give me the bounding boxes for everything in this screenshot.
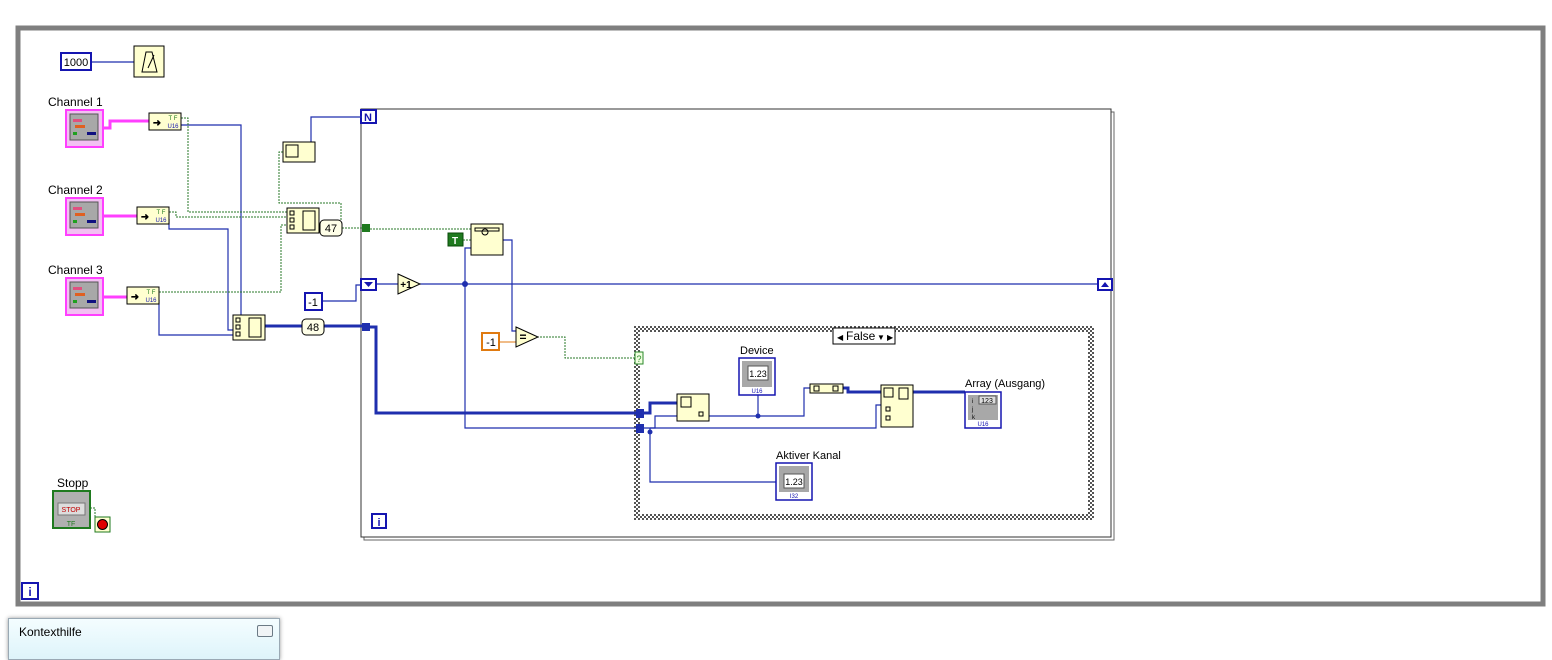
device-value: 1.23 bbox=[749, 369, 767, 379]
array-size-label-47 bbox=[319, 219, 343, 237]
shift-init-constant[interactable] bbox=[304, 292, 323, 311]
channel-1-control[interactable]: Channel 1 bbox=[48, 95, 104, 148]
count-48: 48 bbox=[307, 322, 319, 334]
unbundle-node-1[interactable]: ➜ T F U16 bbox=[148, 112, 182, 131]
while-iteration-label: i bbox=[28, 585, 31, 599]
bool-array-tunnel bbox=[362, 224, 370, 232]
channel-2-label: Channel 2 bbox=[48, 183, 103, 197]
shift-register-up-icon bbox=[1101, 282, 1109, 287]
case-tunnel bbox=[636, 424, 644, 433]
u16-label: U16 bbox=[167, 124, 179, 130]
for-iteration-terminal bbox=[371, 513, 387, 529]
tf-label: T F bbox=[157, 210, 166, 216]
wait-constant-value: 1000 bbox=[64, 57, 88, 69]
channel-3-control[interactable]: Channel 3 bbox=[48, 263, 104, 316]
array-value: 123 bbox=[981, 398, 993, 405]
true-constant[interactable] bbox=[447, 232, 464, 247]
cluster-wires bbox=[103, 119, 149, 299]
index-i: i bbox=[972, 399, 973, 405]
wait-ms-function[interactable] bbox=[133, 45, 165, 78]
active-channel-value: 1.23 bbox=[785, 477, 803, 487]
channel-1-label: Channel 1 bbox=[48, 95, 103, 109]
array-wires bbox=[265, 324, 965, 415]
increment-function[interactable] bbox=[397, 273, 422, 295]
device-label: Device bbox=[740, 345, 774, 357]
case-selector-label: False bbox=[846, 329, 876, 343]
boolean-wires bbox=[90, 117, 635, 517]
channel-controls: Channel 1 Channel 2 Channel 3 bbox=[48, 95, 104, 316]
stop-type: TF bbox=[67, 521, 76, 528]
stop-button-control[interactable]: Stopp STOP TF bbox=[52, 476, 91, 529]
equals-function[interactable] bbox=[515, 326, 540, 348]
case-tunnel bbox=[636, 409, 644, 418]
array-type: U16 bbox=[977, 422, 989, 428]
to-array-function[interactable] bbox=[809, 383, 844, 394]
active-channel-indicator[interactable]: Aktiver Kanal 1.23 I32 bbox=[775, 450, 841, 501]
build-array-boolean[interactable] bbox=[286, 207, 320, 234]
count-47: 47 bbox=[325, 223, 337, 235]
case-selector[interactable] bbox=[832, 327, 896, 345]
shift-init-value: -1 bbox=[308, 297, 318, 309]
for-iteration-label: i bbox=[377, 517, 380, 529]
case-dropdown-arrow[interactable]: ▼ bbox=[877, 333, 885, 342]
loop-count-label: N bbox=[364, 112, 372, 124]
build-array-integer[interactable] bbox=[232, 314, 266, 341]
stop-condition-icon bbox=[97, 519, 108, 530]
array-tunnel bbox=[362, 323, 370, 331]
active-channel-type: I32 bbox=[790, 494, 799, 500]
shift-register-down-icon bbox=[364, 282, 373, 287]
active-channel-label: Aktiver Kanal bbox=[776, 450, 841, 462]
tf-label: T F bbox=[169, 116, 178, 122]
array-output-indicator[interactable]: Array (Ausgang) 123 i j k U16 bbox=[964, 378, 1045, 429]
u16-label: U16 bbox=[155, 218, 167, 224]
context-help-title: Kontexthilfe bbox=[19, 625, 82, 639]
arrow-icon: ➜ bbox=[141, 212, 149, 223]
for-loop[interactable] bbox=[360, 108, 1112, 538]
arrow-icon: ➜ bbox=[153, 118, 161, 129]
context-help-window[interactable]: Kontexthilfe bbox=[8, 618, 280, 660]
index-j: j bbox=[971, 407, 973, 413]
unbundle-node-2[interactable]: ➜ T F U16 bbox=[136, 206, 170, 225]
case-next-arrow[interactable]: ▶ bbox=[887, 333, 894, 342]
case-prev-arrow[interactable]: ◀ bbox=[837, 333, 844, 342]
metronome-icon bbox=[141, 51, 158, 73]
array-size-label-48 bbox=[301, 318, 325, 336]
integer-wires bbox=[91, 61, 1098, 483]
u16-label: U16 bbox=[145, 298, 157, 304]
stop-label: Stopp bbox=[57, 476, 89, 490]
channel-3-label: Channel 3 bbox=[48, 263, 103, 277]
index-array-function[interactable] bbox=[676, 393, 710, 422]
array-icon bbox=[680, 396, 692, 408]
equals-label: = bbox=[519, 330, 526, 344]
wire-junction bbox=[755, 413, 761, 419]
increment-label: +1 bbox=[400, 280, 412, 291]
wire-junction bbox=[462, 281, 468, 287]
device-type: U16 bbox=[751, 389, 763, 395]
replace-array-subset-function[interactable] bbox=[880, 384, 914, 428]
array-size-function[interactable] bbox=[282, 141, 316, 163]
arrow-icon: ➜ bbox=[131, 292, 139, 303]
index-k: k bbox=[972, 415, 976, 421]
search-icon bbox=[481, 228, 489, 236]
array-output-label: Array (Ausgang) bbox=[965, 378, 1045, 390]
selector-terminal-label: ? bbox=[636, 354, 641, 364]
channel-2-control[interactable]: Channel 2 bbox=[48, 183, 104, 236]
true-constant-label: T bbox=[452, 236, 458, 247]
array-icon bbox=[285, 144, 299, 158]
while-iteration-terminal bbox=[21, 582, 39, 600]
wait-constant[interactable] bbox=[60, 52, 92, 71]
tf-label: T F bbox=[147, 290, 156, 296]
compare-constant-value: -1 bbox=[486, 337, 496, 349]
stop-button-text: STOP bbox=[62, 507, 81, 514]
unbundle-node-3[interactable]: ➜ T F U16 bbox=[126, 286, 160, 305]
device-indicator[interactable]: Device 1.23 U16 bbox=[738, 345, 776, 396]
wire-junction bbox=[647, 429, 653, 435]
context-help-minimize-button[interactable] bbox=[257, 625, 273, 637]
search-array-function[interactable] bbox=[470, 223, 504, 256]
